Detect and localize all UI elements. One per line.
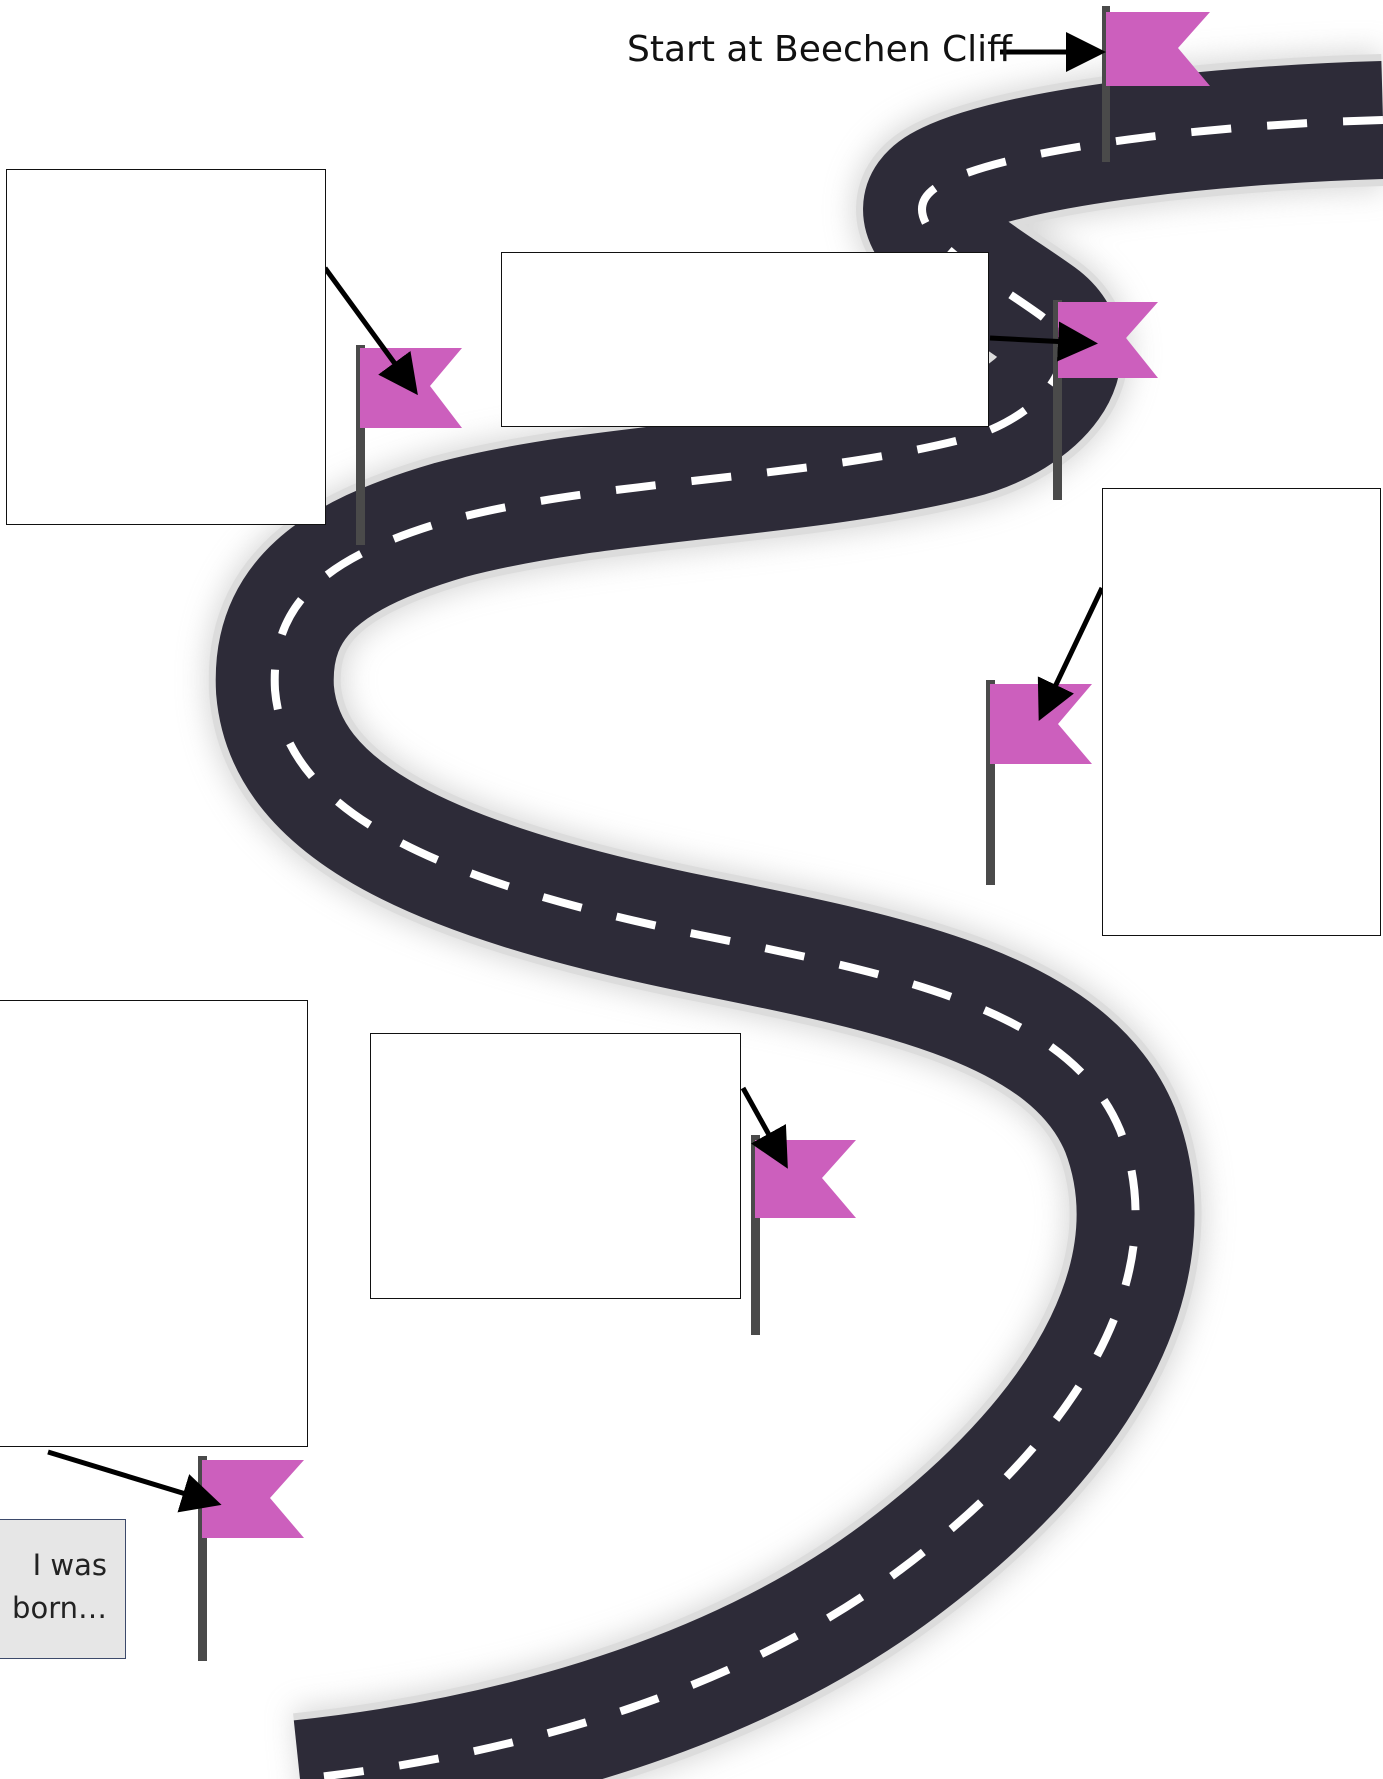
arrow-icon	[1037, 586, 1105, 722]
empty-box[interactable]	[1102, 488, 1381, 936]
note-box: I was born…	[0, 1519, 126, 1659]
flag-icon	[198, 1456, 304, 1661]
empty-box[interactable]	[501, 252, 989, 427]
arrow-icon	[740, 1086, 788, 1169]
arrow-icon	[989, 321, 1098, 362]
note-text-line1: I was	[32, 1548, 107, 1582]
empty-box[interactable]	[6, 169, 326, 525]
flag-icon	[986, 680, 1092, 885]
arrow-icon	[322, 266, 418, 396]
note-text-line2: born…	[12, 1591, 107, 1625]
empty-box[interactable]	[0, 1000, 308, 1447]
flag-icon	[1102, 6, 1210, 162]
empty-box[interactable]	[370, 1033, 741, 1299]
flag-icon	[751, 1135, 856, 1335]
arrow-icon	[47, 1449, 222, 1513]
start-label: Start at Beechen Cliff	[627, 29, 1012, 70]
